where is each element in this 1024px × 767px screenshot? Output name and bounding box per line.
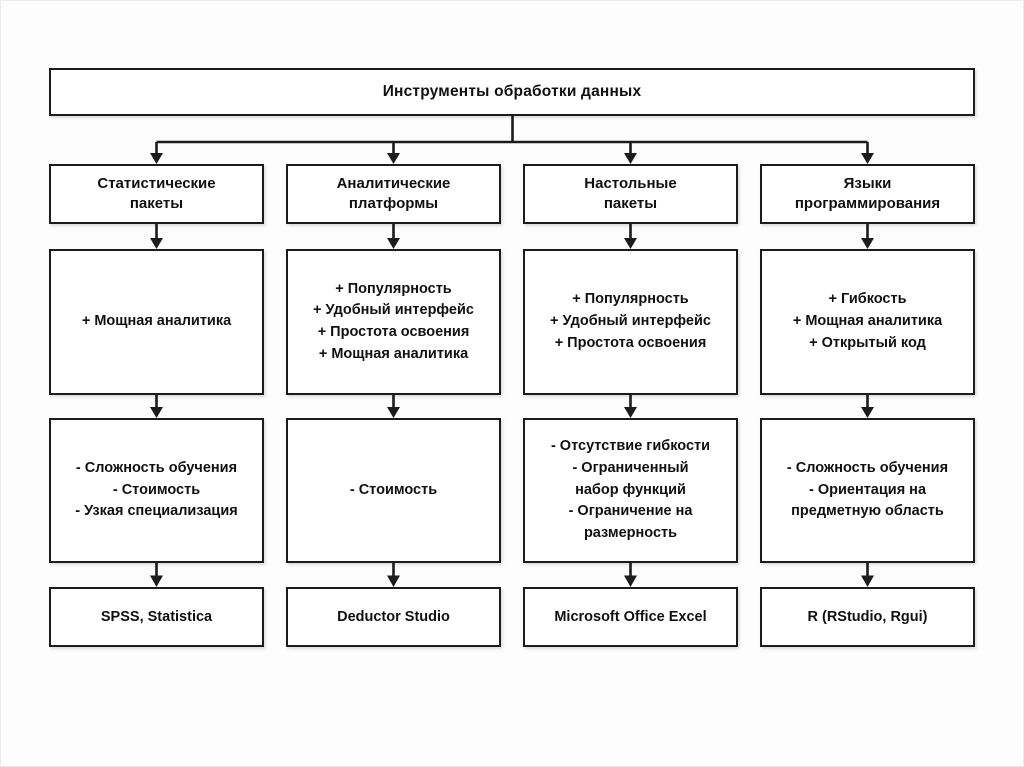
cons-list: - Сложность обучения - Стоимость - Узкая с… [75,458,237,523]
list-line: + Гибкость [828,291,907,308]
arrowhead-icon [150,575,163,587]
list-line: - Сложность обучения [75,459,238,476]
cons-box-languages: - Сложность обучения - Ориентация на пред… [760,418,975,563]
trunk-line [156,115,868,144]
arrowhead-icon [150,407,163,418]
list-line: + Мощная аналитика [81,313,232,330]
pros-list: + Мощная аналитика [82,311,231,333]
tools-box-analytical: Deductor Studio [286,587,501,647]
arrowhead-icon [387,153,400,164]
cons-list: - Отсутствие гибкости - Ограниченный набо… [551,436,710,545]
root-box-label: Инструменты обработки данных [382,83,642,100]
root-box: Инструменты обработки данных [49,68,975,116]
category-label: Статистические пакеты [97,174,216,212]
arrowhead-icon [150,238,163,249]
category-label: Аналитические платформы [336,174,451,212]
list-line: - Узкая специализация [75,503,238,520]
pros-list: + Популярность + Удобный интерфейс + Прост… [550,289,711,354]
arrowhead-icon [387,238,400,249]
category-label: Настольные пакеты [584,174,677,212]
tools-box-languages: R (RStudio, Rgui) [760,587,975,647]
pros-box-statistical: + Мощная аналитика [49,249,264,395]
pros-list: + Гибкость + Мощная аналитика + Открытый к… [793,289,942,354]
list-line: + Удобный интерфейс [550,313,711,330]
arrowhead-icon [624,575,637,587]
arrowhead-icon [150,153,163,164]
pros-box-analytical: + Популярность + Удобный интерфейс + Прост… [286,249,501,395]
arrowhead-icon [861,575,874,587]
arrowhead-icon [624,238,637,249]
category-box-languages: Языки программирования [760,164,975,224]
trunk-connector [156,115,868,144]
pros-box-languages: + Гибкость + Мощная аналитика + Открытый к… [760,249,975,395]
list-line: + Популярность [572,291,689,308]
list-line: - Отсутствие гибкости [550,438,711,455]
cons-box-analytical: - Стоимость [286,418,501,563]
list-line: + Мощная аналитика [318,345,469,362]
category-box-analytical: Аналитические платформы [286,164,501,224]
arrowhead-icon [624,153,637,164]
list-line: + Открытый код [809,334,926,351]
tools-label: SPSS, Statistica [100,609,213,625]
list-line: + Мощная аналитика [792,313,943,330]
cons-box-statistical: - Сложность обучения - Стоимость - Узкая с… [49,418,264,563]
pros-list: + Популярность + Удобный интерфейс + Прост… [313,279,474,366]
list-line: + Простота освоения [317,324,470,340]
cons-list: - Сложность обучения - Ориентация на пред… [787,458,948,523]
arrowhead-icon [387,575,400,587]
category-label: Языки программирования [794,174,941,212]
category-box-statistical: Статистические пакеты [49,164,264,224]
tools-box-desktop: Microsoft Office Excel [523,587,738,647]
tools-box-statistical: SPSS, Statistica [49,587,264,647]
list-line: - Ограниченный набор функций [572,459,689,498]
list-line: - Стоимость [112,481,201,498]
cons-list: - Стоимость [350,480,437,502]
arrowhead-icon [861,407,874,418]
tools-label: Microsoft Office Excel [554,609,707,625]
list-line: + Удобный интерфейс [313,302,474,319]
list-line: + Простота освоения [554,334,707,351]
cons-box-desktop: - Отсутствие гибкости - Ограниченный набо… [523,418,738,563]
tools-label: Deductor Studio [337,609,450,625]
arrowhead-icon [624,407,637,418]
list-line: - Ориентация на предметную область [791,481,944,520]
list-line: + Популярность [335,280,452,297]
arrowhead-icon [387,407,400,418]
arrowhead-icon [861,238,874,249]
list-line: - Стоимость [349,481,438,498]
pros-box-desktop: + Популярность + Удобный интерфейс + Прост… [523,249,738,395]
tools-label: R (RStudio, Rgui) [807,609,928,625]
category-box-desktop: Настольные пакеты [523,164,738,224]
list-line: - Ограничение на размерность [568,503,693,542]
arrowhead-icon [861,153,874,164]
list-line: - Сложность обучения [786,459,949,476]
